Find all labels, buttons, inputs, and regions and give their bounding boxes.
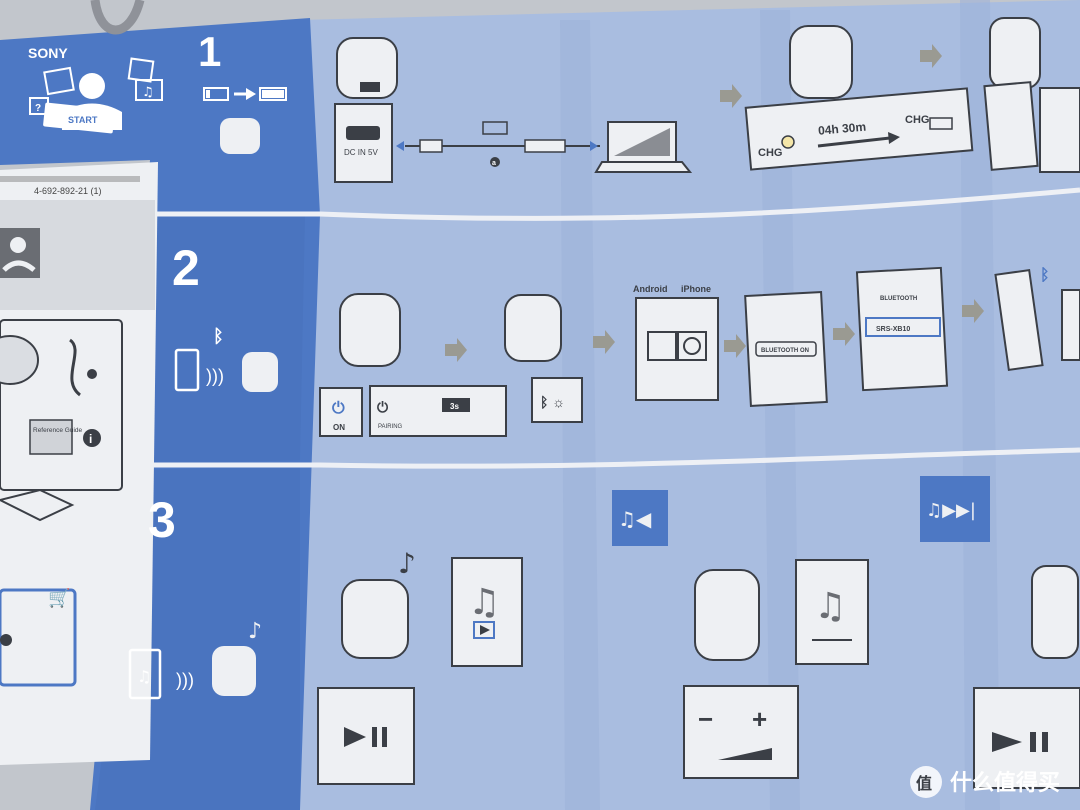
charge-label-right: CHG [905, 114, 929, 126]
watermark-logo-glyph: 值 [916, 774, 932, 793]
port-callout [334, 103, 393, 183]
barcode [0, 176, 140, 182]
dark-blue-step2 [140, 215, 305, 465]
info-icon [83, 429, 101, 447]
os-android: Android [633, 284, 668, 294]
timer-text: 04h 30m [818, 120, 867, 138]
cart-icon: 🛒 [48, 587, 70, 609]
speaker-small-1 [220, 118, 260, 154]
hold-time: 3s [450, 402, 459, 411]
device-name: SRS-XB10 [876, 326, 910, 333]
speaker-drawing [0, 335, 39, 385]
fold-shade-3 [960, 0, 1000, 810]
step-1-number: 1 [198, 28, 221, 75]
charge-led [781, 135, 795, 149]
usb-cable-drawing [68, 338, 82, 397]
volume-icon: ♫◀ [618, 507, 652, 531]
phone-music-screen-1 [451, 557, 523, 667]
speaker-small-3 [212, 646, 256, 696]
speaker-step1 [336, 37, 398, 99]
svg-text:♫: ♫ [468, 582, 500, 623]
reference-guide-label: Reference Guide [33, 427, 83, 434]
phone-music-icon [128, 648, 162, 700]
svg-text:♫: ♫ [814, 586, 846, 627]
play-pause-icon [344, 727, 366, 747]
svg-text:ᛒ ☼: ᛒ ☼ [540, 394, 565, 410]
music-note-icon: ♫ [142, 85, 154, 100]
step-3-number: 3 [148, 492, 176, 548]
os-iphone: iPhone [681, 284, 711, 294]
svg-text:ᛒ: ᛒ [1040, 267, 1050, 284]
bluetooth-toggle: ON [800, 348, 809, 354]
dc-in-label: DC IN 5V [344, 148, 378, 157]
bluetooth-setting: BLUETOOTH [761, 348, 798, 354]
reference-guide-book [29, 419, 73, 455]
bluetooth-callout [531, 377, 583, 423]
sony-logo: SONY [28, 45, 68, 61]
flow-arrows [445, 44, 984, 362]
power-icon: ⏻ [332, 400, 345, 417]
play-pause-callout [317, 687, 415, 785]
divider-2 [135, 447, 1080, 469]
divider-1 [150, 187, 1080, 221]
svg-text:?: ? [35, 103, 41, 114]
battery-full-icon-2 [929, 117, 953, 130]
step-2-number: 2 [172, 240, 200, 296]
svg-text:⏻: ⏻ [377, 399, 388, 415]
start-label: START [68, 115, 98, 125]
skip-badge [920, 476, 990, 542]
volume-callout [683, 685, 799, 779]
volume-minus: − [698, 704, 713, 734]
pairing-label: PAIRING [378, 424, 403, 430]
speaker-small-2 [242, 352, 278, 392]
battery-icon [203, 87, 287, 101]
phone-music-screen-2 [795, 559, 869, 665]
gray-cable [90, 0, 145, 35]
charge-label-left: CHG [758, 147, 782, 159]
pairing-callout [369, 385, 507, 437]
open-box-drawing [0, 488, 75, 522]
svg-text:♫: ♫ [137, 667, 151, 686]
speaker-step3a [341, 579, 409, 659]
svg-text:♪: ♪ [248, 619, 262, 644]
barcode-number: 4-692-892-21 (1) [34, 186, 102, 196]
speaker-step2a [339, 293, 401, 367]
watermark-text: 什么值得买 [950, 770, 1060, 795]
music-note-icon-2: ♪ [398, 547, 416, 580]
battery-full-icon [482, 121, 508, 135]
volume-ramp [718, 748, 772, 760]
device-list-header: BLUETOOTH [880, 296, 917, 302]
volume-badge [612, 490, 668, 546]
cable-marker: a [492, 160, 496, 167]
skip-next-icon: ♫▶▶| [926, 500, 976, 521]
speaker-step3b [694, 569, 760, 661]
phone-icon [174, 348, 200, 392]
power-callout [319, 387, 363, 437]
speaker-charging [789, 25, 853, 99]
info-symbol: i [89, 432, 92, 446]
watermark-logo [910, 766, 942, 798]
laptop-icon [594, 121, 693, 173]
speaker-step2b [504, 294, 562, 362]
charge-panel [744, 87, 974, 171]
volume-plus: + [752, 704, 767, 734]
shop-box [0, 588, 77, 687]
svg-text:))): ))) [176, 670, 194, 690]
bluetooth-icon: ᛒ [213, 326, 224, 346]
start-illustration: START ? ♫ [29, 57, 163, 134]
svg-text:))): ))) [206, 366, 224, 386]
power-label: ON [333, 423, 345, 432]
